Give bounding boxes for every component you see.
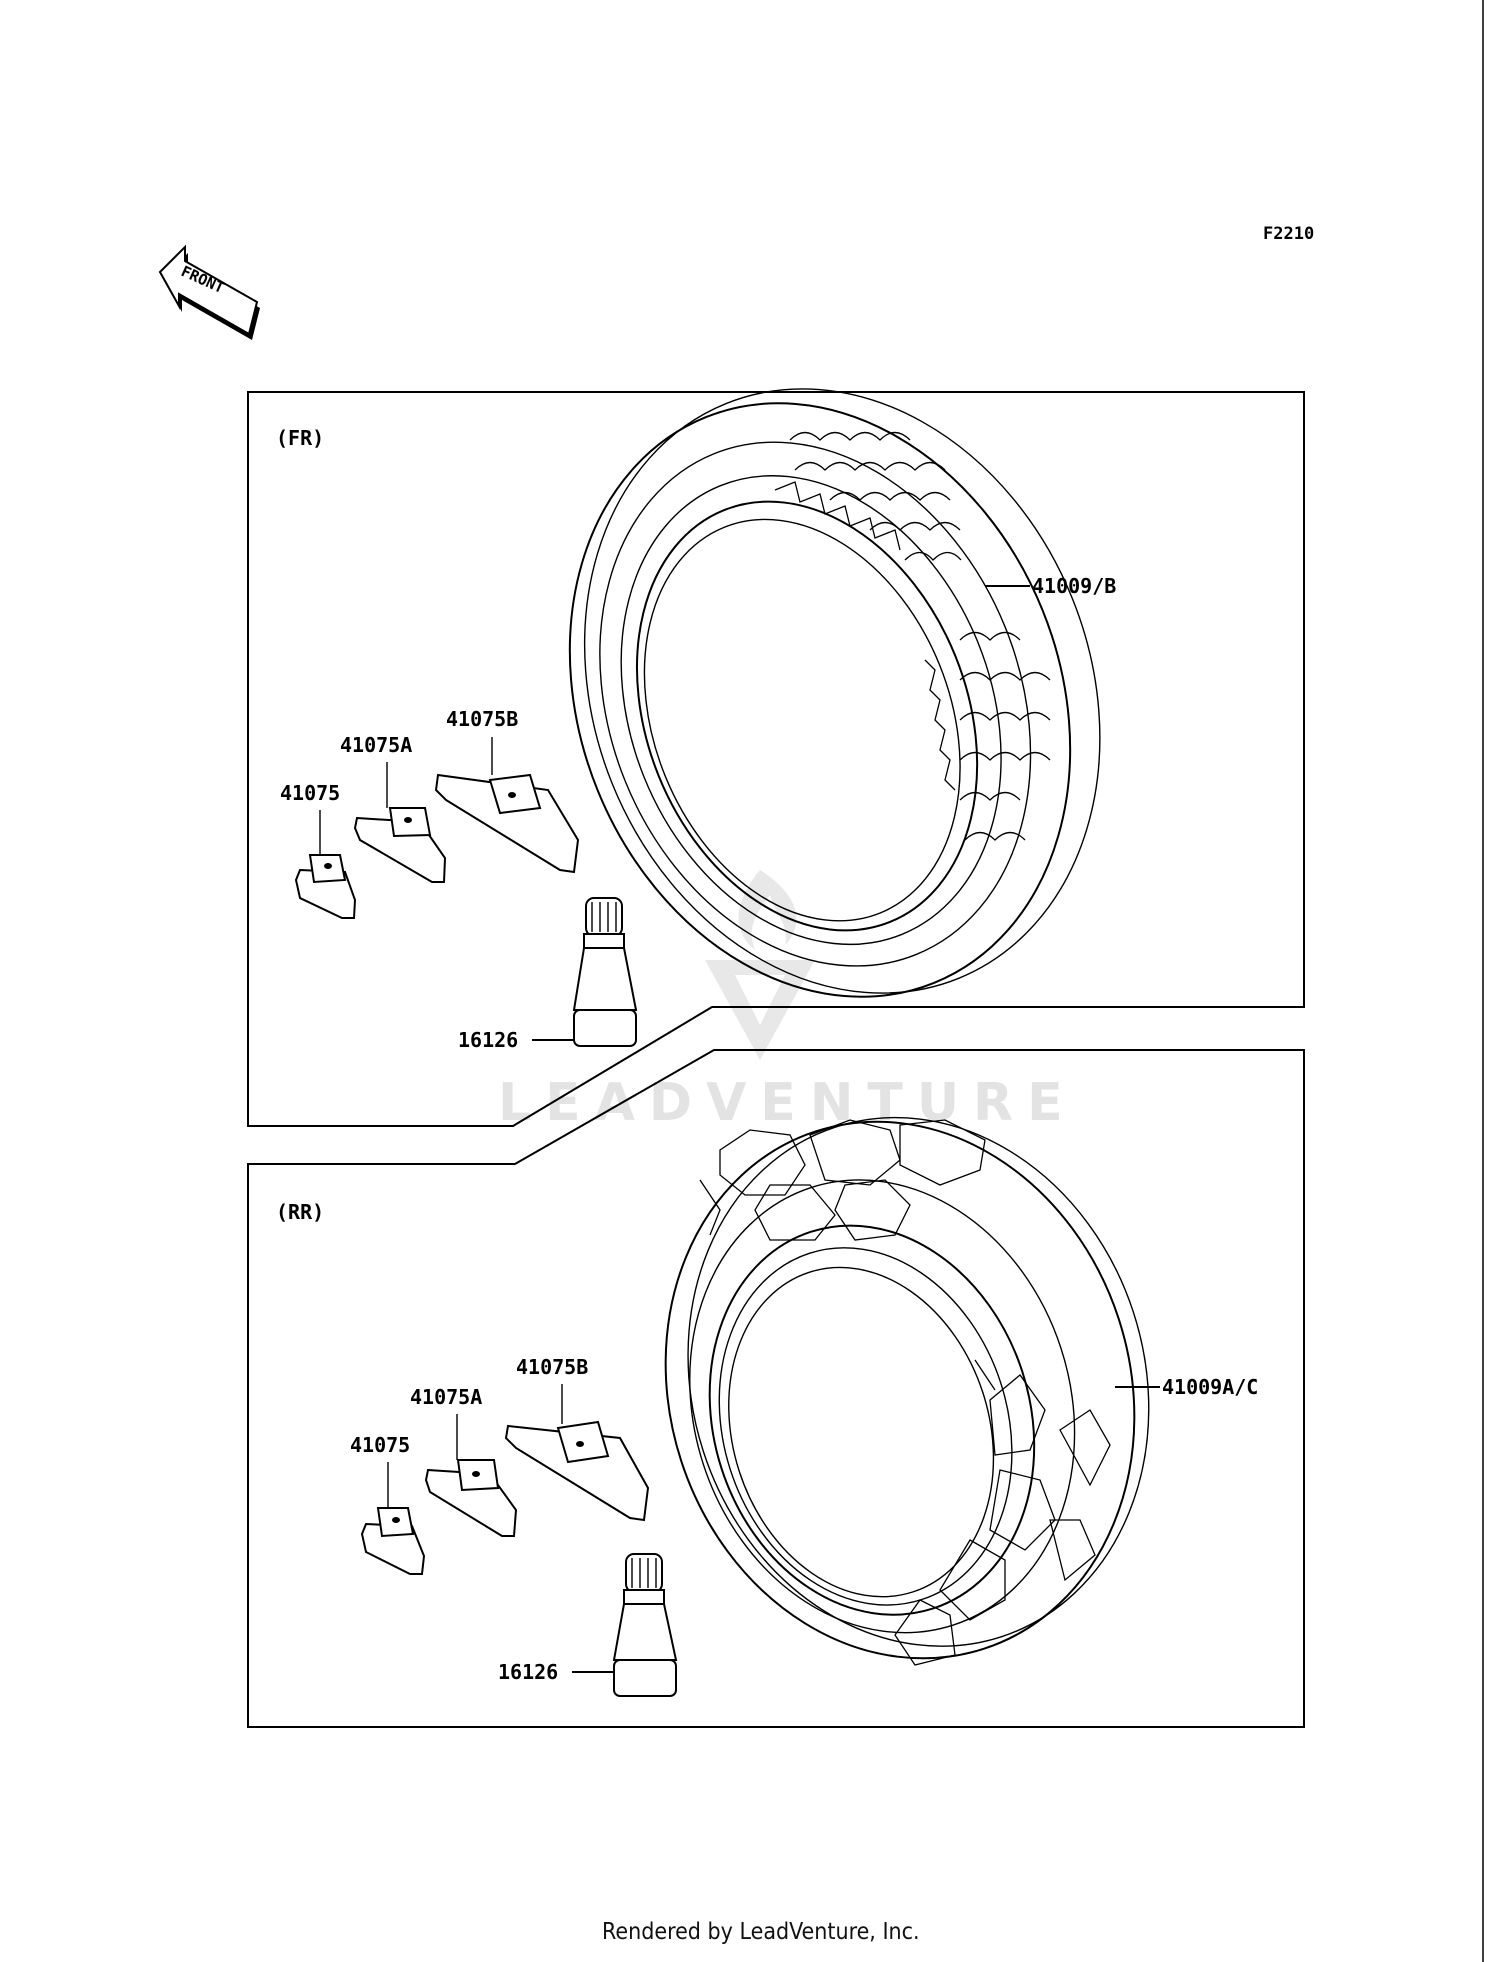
rear-tire-tread (699, 1119, 1111, 1666)
rear-section-label: (RR) (276, 1200, 324, 1224)
front-weight-small (294, 854, 357, 919)
rear-weight-small-label: 41075 (350, 1433, 410, 1457)
footer-credit: Rendered by LeadVenture, Inc. (602, 1919, 920, 1945)
front-section-frame (247, 391, 1305, 1127)
rear-tire-part-number: 41009A/C (1162, 1375, 1258, 1399)
front-weight-large (434, 773, 580, 874)
front-valve-label: 16126 (458, 1028, 518, 1052)
front-tire-tread (774, 431, 1051, 841)
front-section-label: (FR) (276, 426, 324, 450)
rear-weight-large-label: 41075B (516, 1355, 588, 1379)
rear-weight-medium (424, 1459, 518, 1537)
front-valve-stem (572, 897, 638, 1047)
front-arrow-icon: FRONT (158, 244, 260, 340)
rear-weight-medium-label: 41075A (410, 1385, 482, 1409)
front-tire-part-number: 41009/B (1032, 574, 1116, 598)
diagram-code: F2210 (1263, 224, 1314, 244)
rear-valve-stem (612, 1553, 678, 1697)
front-weight-medium-label: 41075A (340, 733, 412, 757)
rear-section-frame (247, 1049, 1305, 1728)
watermark-text: LEADVENTURE (498, 1073, 1077, 1133)
front-weight-large-label: 41075B (446, 707, 518, 731)
front-weight-medium (353, 807, 447, 883)
rear-weight-small (360, 1507, 426, 1575)
front-weight-small-label: 41075 (280, 781, 340, 805)
rear-tire (664, 1116, 1150, 1660)
front-tire (568, 388, 1101, 998)
rear-valve-label: 16126 (498, 1660, 558, 1684)
rear-weight-large (504, 1420, 650, 1522)
watermark-logo (705, 870, 815, 1060)
